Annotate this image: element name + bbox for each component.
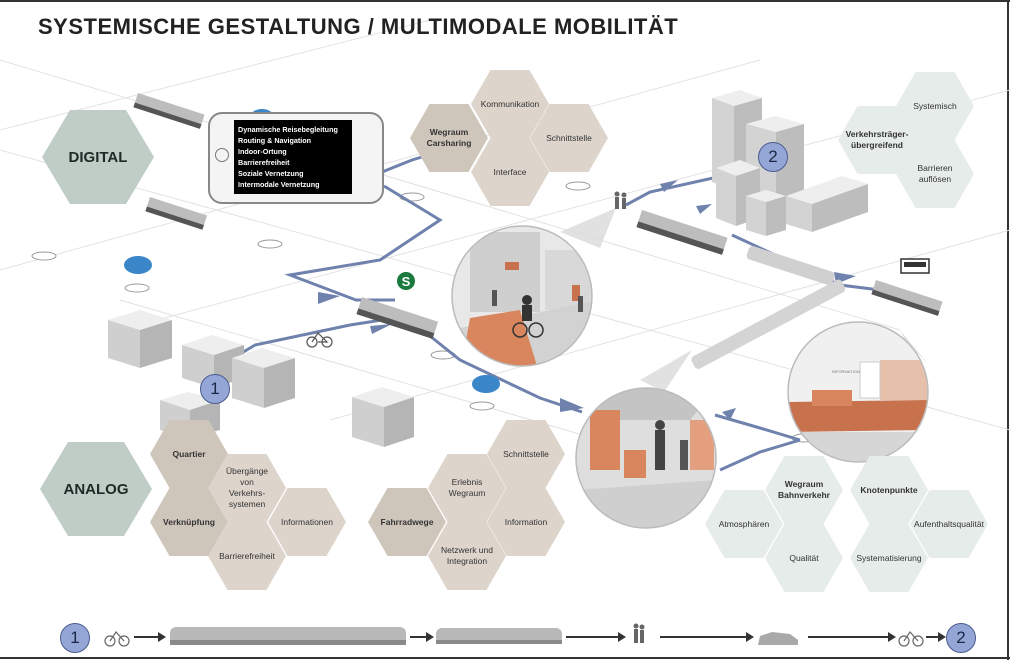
phone-feature: Barrierefreiheit bbox=[238, 158, 290, 167]
pedestrian-icon bbox=[633, 623, 645, 643]
hex-kommunikation: Kommunikation bbox=[471, 70, 549, 138]
car-icon bbox=[758, 632, 798, 645]
smartphone-mockup: Dynamische Reisebegleitung Routing & Nav… bbox=[208, 112, 384, 204]
right-border bbox=[1007, 0, 1009, 660]
hex-erlebnis: Erlebnis Wegraum bbox=[428, 454, 506, 522]
tram-interior-illustration bbox=[575, 387, 717, 529]
phone-feature: Indoor-Ortung bbox=[238, 147, 287, 156]
top-border bbox=[0, 0, 1010, 2]
sbahn-icon: S bbox=[397, 272, 415, 290]
bus-icon bbox=[900, 258, 930, 274]
home-button-icon bbox=[215, 148, 229, 162]
pedestrian-icon bbox=[614, 191, 627, 209]
page-title: SYSTEMISCHE GESTALTUNG / MULTIMODALE MOB… bbox=[38, 14, 679, 39]
journey-start-badge: 1 bbox=[60, 623, 90, 653]
hex-uebergaenge: Übergänge von Verkehrs- systemen bbox=[208, 454, 286, 522]
route-arrows bbox=[318, 180, 856, 420]
buildings bbox=[108, 90, 868, 447]
hex-schnittstelle-rad: Schnittstelle bbox=[487, 420, 565, 488]
callout-wedges bbox=[560, 208, 928, 392]
tram-icon bbox=[170, 627, 562, 645]
street-scene-illustration bbox=[451, 225, 593, 367]
origin-badge: 1 bbox=[200, 374, 230, 404]
digital-hex: DIGITAL bbox=[42, 110, 154, 204]
station-sign: INFORMATION bbox=[832, 369, 860, 374]
ground-nodes bbox=[31, 181, 817, 443]
phone-screen: Dynamische Reisebegleitung Routing & Nav… bbox=[234, 120, 352, 194]
platforms bbox=[133, 93, 943, 369]
phone-feature: Dynamische Reisebegleitung bbox=[238, 125, 338, 134]
phone-feature: Intermodale Vernetzung bbox=[238, 180, 320, 189]
station-illustration bbox=[787, 321, 929, 463]
bicycle-icon bbox=[104, 631, 924, 647]
bicycle-icon bbox=[306, 332, 333, 348]
bottom-border bbox=[0, 657, 1010, 659]
journey-end-badge: 2 bbox=[946, 623, 976, 653]
destination-badge: 2 bbox=[758, 142, 788, 172]
phone-feature: Routing & Navigation bbox=[238, 136, 312, 145]
journey-bar bbox=[104, 623, 946, 647]
phone-feature: Soziale Vernetzung bbox=[238, 169, 304, 178]
